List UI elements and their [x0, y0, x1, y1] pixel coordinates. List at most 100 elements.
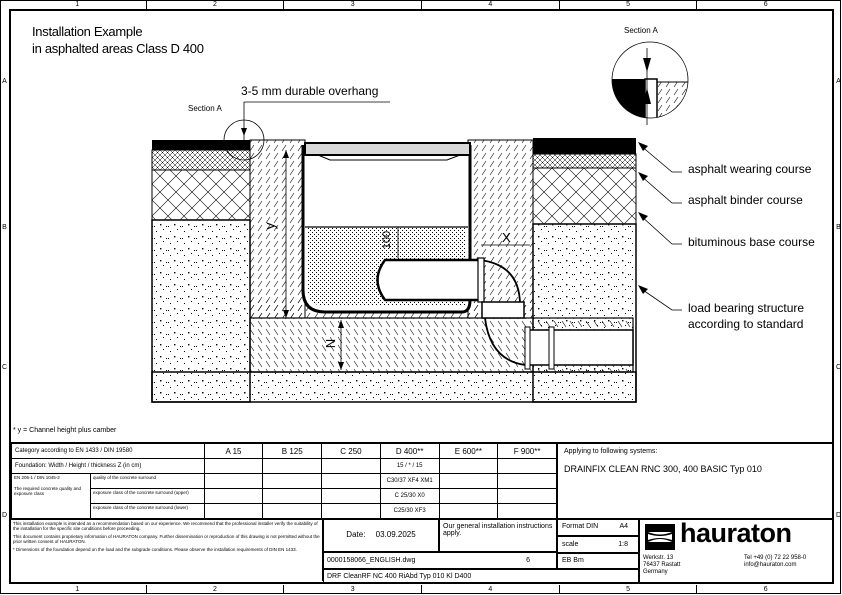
company-phone: Tel +49 (0) 72 22 958-0 [744, 555, 807, 561]
group-label-2: The required concrete quality and exposu… [14, 486, 82, 496]
concrete-d400: C30/37 XF4 XM1 [379, 473, 440, 489]
col-marker: 1 [9, 0, 147, 9]
company-country: Germany [643, 569, 668, 575]
drawing-title-box: DRF CleanRF NC 400 RiAbd Typ 010 Kl D400 [323, 569, 639, 584]
layer-label-load: load bearing structure [688, 301, 805, 315]
title-line-2: in asphalted areas Class D 400 [32, 41, 204, 56]
col-marker: 2 [147, 0, 285, 9]
file-name: 0000158066_ENGLISH.dwg [327, 557, 416, 564]
class-a15: A 15 [203, 443, 264, 459]
col-marker: 5 [560, 0, 698, 9]
row-marker-left: B [2, 224, 7, 231]
scale-box: scale 1:8 [557, 536, 639, 553]
row-marker-left: A [2, 78, 7, 85]
format-value: A4 [619, 523, 628, 530]
col-marker: 6 [763, 1, 768, 8]
layer-label-binder: asphalt binder course [688, 193, 803, 207]
dimension-y-label: y [261, 222, 278, 230]
row-marker-right: C [835, 364, 842, 371]
cell [262, 473, 323, 489]
company-block: hauraton Werkstr. 13 76437 Rastatt Germa… [639, 518, 834, 584]
disclaimer-2: This document contains proprietary infor… [13, 534, 320, 544]
cell [497, 503, 557, 519]
foundation-d400: 15 / * / 15 [379, 458, 440, 474]
date-box: Date: 03.09.2025 [323, 519, 439, 552]
layer-label-wearing: asphalt wearing course [688, 162, 812, 176]
foundation-label: Foundation: Width / Height / thickness Z… [11, 458, 205, 474]
sheet-number: 6 [526, 557, 530, 564]
general-note: Our general installation instructions ap… [443, 523, 553, 537]
concrete-d400: C 25/30 X0 [379, 488, 440, 504]
col-marker: 6 [763, 586, 768, 593]
cell [321, 503, 381, 519]
applying-box: Applying to following systems: DRAINFIX … [557, 443, 834, 519]
concrete-row-label: quality of the concrete surround [91, 474, 204, 489]
col-marker: 4 [422, 0, 560, 9]
format-box: Format DIN A4 [557, 519, 639, 536]
col-marker: 3 [284, 585, 423, 594]
column-ruler-top: 1 2 3 4 5 6 [9, 0, 834, 9]
class-f900: F 900** [497, 443, 557, 459]
layer-label-standard: according to standard [688, 317, 804, 331]
concrete-row-label: exposure class of the concrete surround … [93, 505, 189, 510]
cell [321, 488, 381, 504]
date-value: 03.09.2025 [375, 530, 416, 539]
format-label: Format DIN [562, 523, 599, 530]
col-marker: 4 [422, 585, 560, 594]
cell [262, 488, 323, 504]
cell [203, 488, 264, 504]
cell [438, 473, 499, 489]
company-contact: Tel +49 (0) 72 22 958-0 info@hauraton.co… [744, 555, 806, 569]
class-d400: D 400** [379, 443, 440, 459]
company-name: hauraton [680, 518, 792, 548]
drawn-by-box: EB Bm [557, 553, 639, 569]
company-city: 76437 Rastatt [643, 562, 681, 568]
general-note-box: Our general installation instructions ap… [439, 519, 557, 552]
disclaimer-1: This installation example is intended as… [13, 521, 318, 531]
cell [497, 458, 557, 474]
row-marker-left: D [1, 512, 8, 519]
company-address: Werkstr. 13 76437 Rastatt Germany [643, 555, 680, 576]
col-marker: 1 [9, 585, 147, 594]
section-a-label: Section A [188, 104, 222, 113]
cell [321, 473, 381, 489]
cell [203, 473, 264, 489]
section-a-detail-label: Section A [624, 26, 658, 35]
row-marker-left: C [1, 364, 8, 371]
row-marker-right: B [836, 224, 841, 231]
applying-label: Applying to following systems: [564, 448, 658, 455]
scale-value: 1:8 [618, 541, 628, 548]
concrete-group: EN 206-1 / DIN 1045-2 The required concr… [11, 473, 205, 519]
disclaimer-box: This installation example is intended as… [11, 519, 323, 581]
concrete-d400: C25/30 XF3 [379, 503, 440, 519]
hauraton-logo-icon [645, 524, 675, 550]
row-marker-right: D [835, 512, 842, 519]
col-marker: 5 [560, 585, 698, 594]
date-label: Date: [346, 530, 366, 539]
table-top-rule [11, 442, 832, 444]
cell [321, 458, 381, 474]
cell [438, 458, 499, 474]
cell [262, 503, 323, 519]
dimension-n-label: N [323, 338, 339, 349]
company-street: Werkstr. 13 [643, 555, 674, 561]
class-e600: E 600** [438, 443, 499, 459]
col-marker: 2 [147, 585, 285, 594]
concrete-row-label: exposure class of the concrete surround … [91, 489, 204, 504]
layer-label-base: bituminous base course [688, 235, 815, 249]
asphalt-wearing-left [152, 140, 250, 150]
class-b125: B 125 [262, 443, 323, 459]
overhang-label: 3-5 mm durable overhang [241, 84, 379, 98]
company-email: info@hauraton.com [744, 562, 797, 568]
dimension-x-label: X [502, 230, 511, 245]
disclaimer-3: * Dimensions of the foundation depend on… [13, 547, 297, 552]
class-c250: C 250 [321, 443, 381, 459]
cross-section-drawing [151, 41, 689, 403]
category-label: Category according to EN 1433 / DIN 1958… [11, 443, 205, 459]
row-marker-right: A [836, 78, 841, 85]
group-label-1: EN 206-1 / DIN 1045-2 [14, 475, 60, 480]
drawing-title: Installation Example in asphalted areas … [32, 23, 204, 57]
dimension-100-label: 100 [381, 230, 394, 250]
col-marker: 3 [284, 0, 423, 9]
